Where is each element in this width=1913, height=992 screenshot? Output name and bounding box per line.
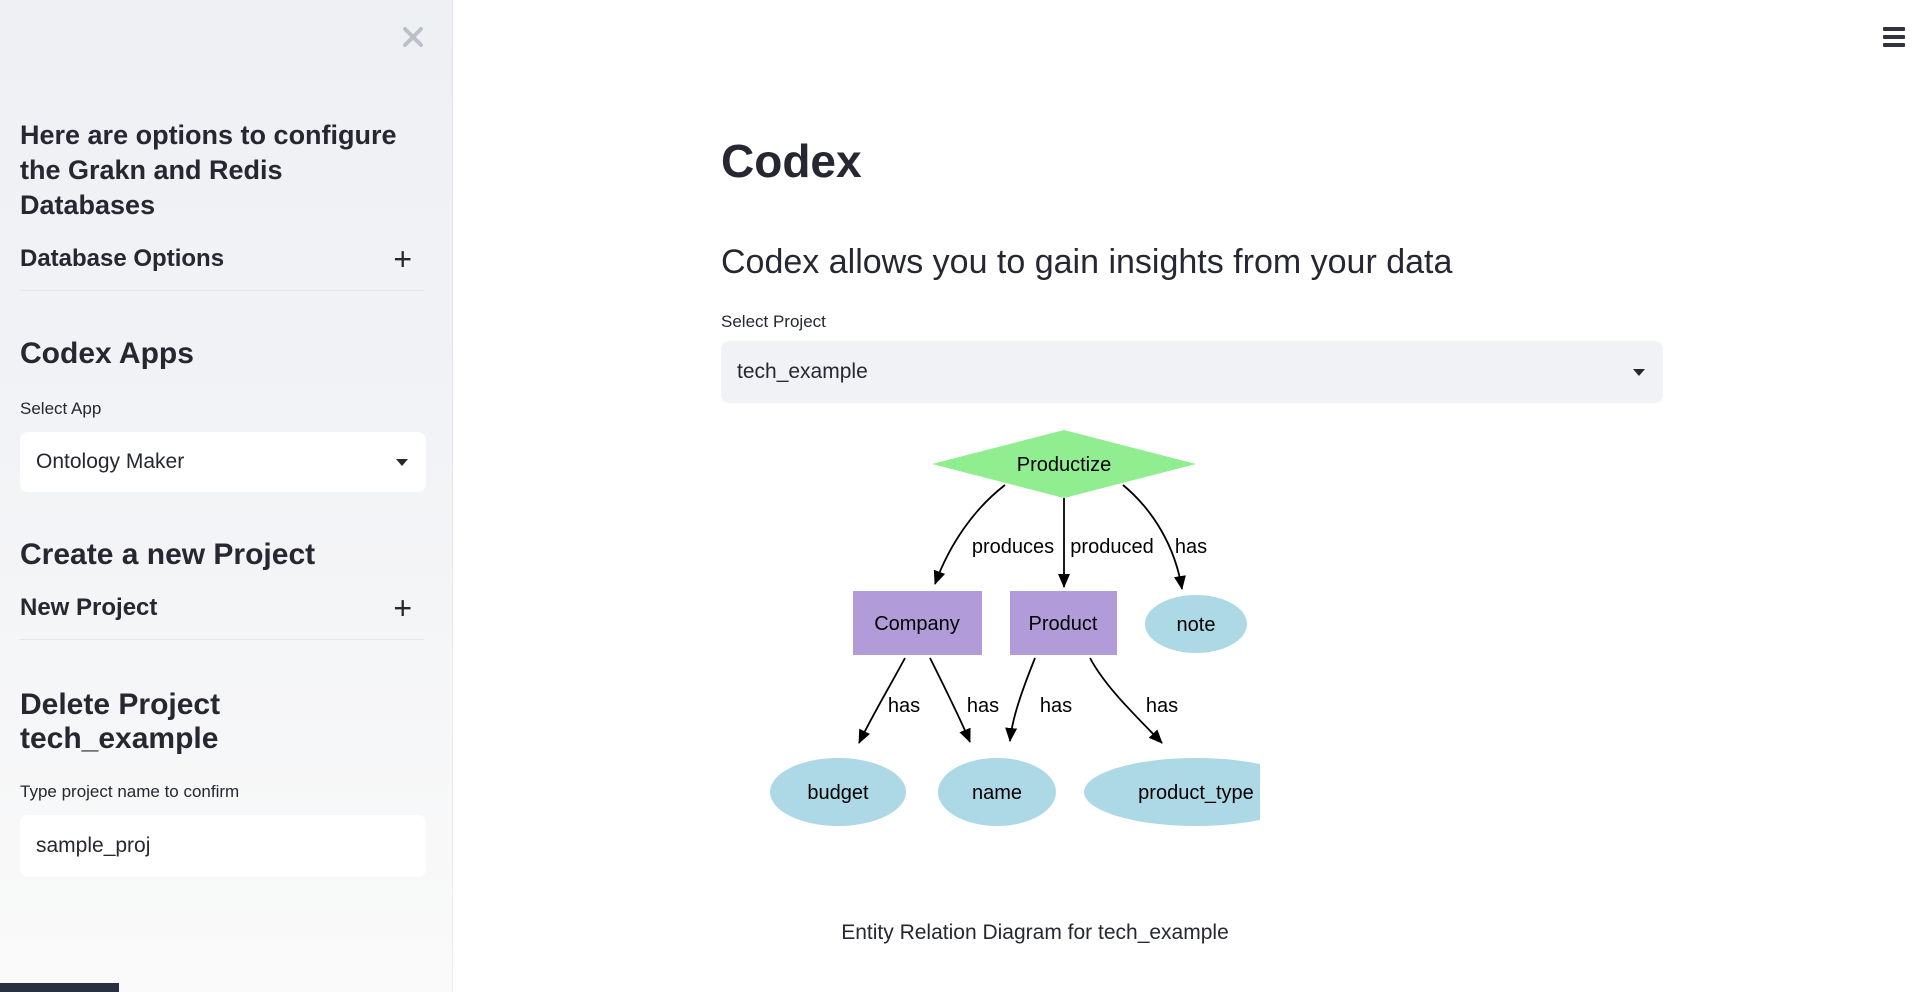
- create-project-heading: Create a new Project: [20, 538, 316, 572]
- edge-label: produces: [972, 536, 1054, 558]
- project-name-confirm-input[interactable]: [20, 815, 426, 878]
- sidebar-intro-text: Here are options to configure the Grakn …: [20, 120, 397, 221]
- delete-project-heading: Delete Project tech_example: [20, 688, 221, 756]
- sidebar-close-button[interactable]: [400, 24, 426, 50]
- plus-icon: +: [393, 241, 412, 278]
- new-project-label: New Project: [20, 594, 158, 622]
- diagram-caption: Entity Relation Diagram for tech_example: [841, 921, 1229, 945]
- node-label: budget: [807, 782, 869, 804]
- main-area: Codex Codex allows you to gain insights …: [453, 0, 1913, 992]
- edge-label: has: [888, 695, 920, 717]
- chevron-down-icon: [1633, 368, 1645, 376]
- confirm-input-label: Type project name to confirm: [20, 782, 240, 802]
- menu-icon: [1883, 27, 1905, 31]
- node-label: note: [1177, 614, 1216, 636]
- node-productize: [932, 430, 1196, 499]
- edge-product-name: [1005, 658, 1036, 743]
- hamburger-menu-button[interactable]: [1883, 27, 1905, 47]
- edge-product-producttype: [1089, 657, 1163, 745]
- edge-label: has: [967, 695, 999, 717]
- database-options-label: Database Options: [20, 245, 225, 273]
- chevron-down-icon: [396, 458, 408, 466]
- project-select-value: tech_example: [737, 360, 868, 384]
- edge-productize-note: [1122, 484, 1186, 591]
- node-label: Productize: [1017, 454, 1112, 476]
- app-select-value: Ontology Maker: [36, 450, 185, 474]
- edge-label: has: [1175, 536, 1207, 558]
- edge-productize-company: [933, 484, 1006, 586]
- edge-label: has: [1146, 695, 1178, 717]
- codex-apps-heading: Codex Apps: [20, 337, 194, 371]
- node-label: name: [972, 782, 1022, 804]
- menu-icon: [1883, 35, 1905, 39]
- edge-company-name: [929, 657, 971, 744]
- page-title: Codex: [721, 135, 862, 187]
- select-project-label: Select Project: [721, 312, 826, 332]
- node-product: [1010, 591, 1117, 656]
- node-budget: [770, 758, 906, 827]
- close-icon: [400, 24, 426, 50]
- sidebar: Here are options to configure the Grakn …: [0, 0, 453, 992]
- bottom-left-strip: [0, 983, 119, 992]
- node-company: [853, 591, 982, 656]
- app-select[interactable]: Ontology Maker: [20, 432, 426, 493]
- entity-relation-diagram: produces produced has has has has has Pr…: [770, 430, 1260, 827]
- node-label: product_type: [1138, 782, 1254, 804]
- edge-company-budget: [858, 657, 906, 745]
- expander-database-options[interactable]: Database Options +: [20, 241, 424, 292]
- expander-new-project[interactable]: New Project +: [20, 590, 424, 641]
- node-label: Product: [1029, 613, 1098, 635]
- select-app-label: Select App: [20, 399, 102, 419]
- edge-label: has: [1040, 695, 1072, 717]
- node-name: [938, 758, 1056, 827]
- project-select[interactable]: tech_example: [721, 341, 1663, 404]
- plus-icon: +: [393, 590, 412, 627]
- node-note: [1145, 595, 1247, 654]
- edge-label: produced: [1070, 536, 1153, 558]
- node-product-type: [1084, 758, 1260, 827]
- node-label: Company: [874, 613, 960, 635]
- page-subtitle: Codex allows you to gain insights from y…: [721, 242, 1453, 281]
- menu-icon: [1883, 43, 1905, 47]
